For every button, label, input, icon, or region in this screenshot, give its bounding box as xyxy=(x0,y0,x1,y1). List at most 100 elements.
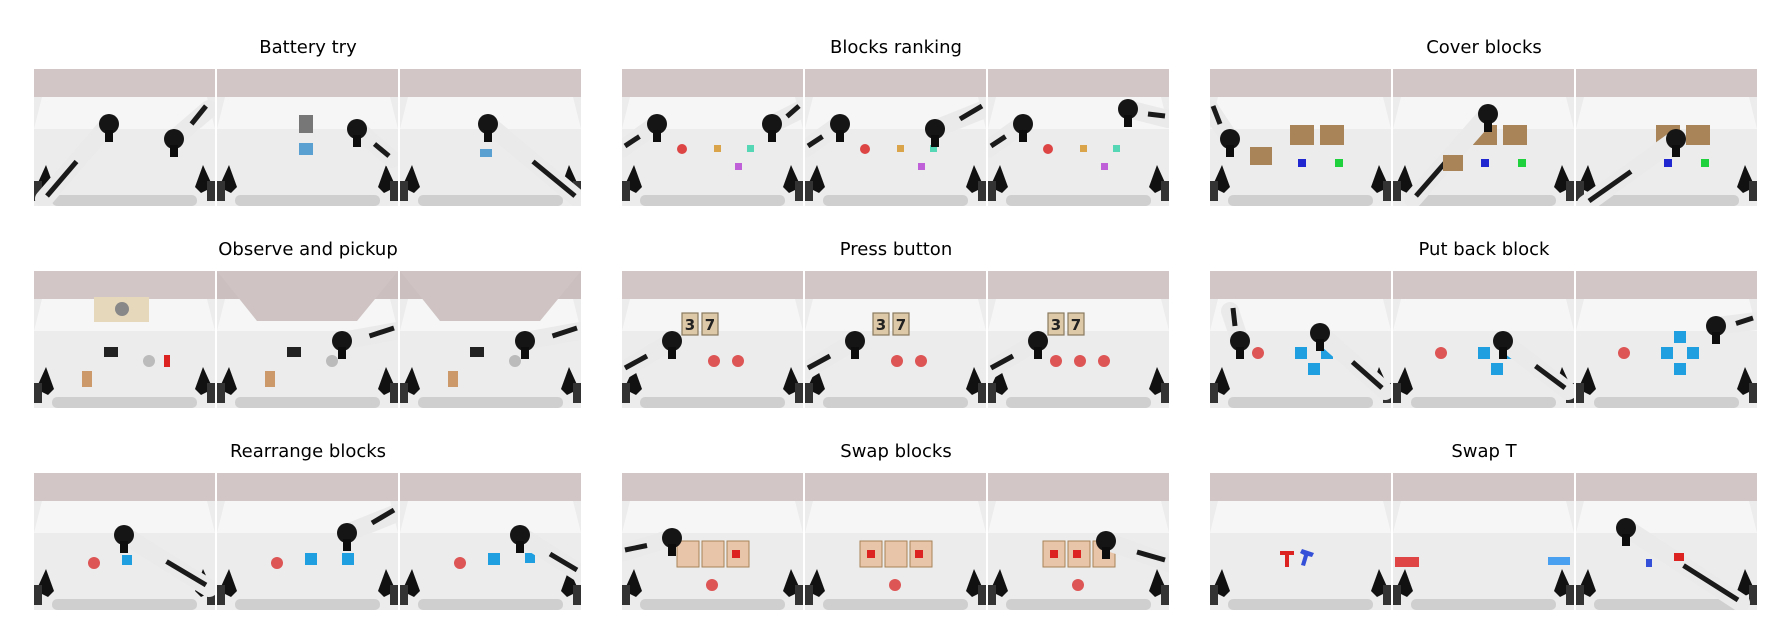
block xyxy=(747,145,754,152)
table-edge xyxy=(1594,599,1739,610)
target-dot xyxy=(1618,347,1630,359)
frame-strip xyxy=(622,69,1170,206)
frame-strip xyxy=(34,473,582,610)
battery xyxy=(480,149,492,157)
scene-render xyxy=(1393,271,1574,408)
keyframe-1 xyxy=(622,473,803,610)
gripper xyxy=(647,114,667,134)
block xyxy=(1050,550,1058,558)
press-button xyxy=(1050,355,1062,367)
gripper xyxy=(1706,316,1726,336)
cover-box xyxy=(1290,125,1314,145)
scene-render xyxy=(34,473,215,610)
target-dot xyxy=(271,557,283,569)
robot-arm xyxy=(164,100,215,157)
target-dot xyxy=(1252,347,1264,359)
scene-render xyxy=(1576,473,1757,610)
digit-panel xyxy=(1047,312,1065,336)
press-button xyxy=(1074,355,1086,367)
keyframe-3 xyxy=(1576,69,1757,206)
target-dot xyxy=(454,557,466,569)
robot-arm xyxy=(1310,323,1391,400)
table-edge xyxy=(418,195,563,206)
block xyxy=(1674,331,1686,343)
digit-label: 7 xyxy=(1071,316,1081,334)
block xyxy=(732,550,740,558)
keyframe-3 xyxy=(988,473,1169,610)
table-edge xyxy=(823,397,968,408)
card xyxy=(104,347,118,357)
block xyxy=(897,145,904,152)
robot-arm xyxy=(805,114,850,158)
keyframe-2 xyxy=(805,473,986,610)
target-dot xyxy=(1043,144,1053,154)
scene-render xyxy=(622,473,803,610)
press-button xyxy=(891,355,903,367)
robot-arm xyxy=(622,114,667,158)
press-button xyxy=(915,355,927,367)
battery-holder xyxy=(299,115,313,133)
table-edge xyxy=(1411,599,1556,610)
battery xyxy=(299,143,313,155)
scene-render xyxy=(1210,271,1391,408)
block xyxy=(122,555,132,565)
gripper xyxy=(1230,331,1250,351)
digit-label: 7 xyxy=(705,316,715,334)
digit-panel xyxy=(681,312,699,336)
gripper xyxy=(1096,531,1116,551)
frame-strip xyxy=(1210,271,1758,408)
gripper xyxy=(1478,104,1498,124)
robot-arm xyxy=(337,504,398,551)
digit-label: 7 xyxy=(896,316,906,334)
block xyxy=(867,550,875,558)
gripper xyxy=(762,114,782,134)
t-shape xyxy=(1395,557,1419,567)
gripper xyxy=(114,525,134,545)
block xyxy=(1073,550,1081,558)
block xyxy=(1674,363,1686,375)
keyframe-1 xyxy=(34,473,215,610)
target-dot xyxy=(889,579,901,591)
keyframe-1 xyxy=(622,69,803,206)
block xyxy=(918,163,925,170)
block xyxy=(1295,347,1307,359)
target-dot xyxy=(88,557,100,569)
scene-render xyxy=(400,69,581,206)
block xyxy=(714,145,721,152)
scene-render xyxy=(988,69,1169,206)
table-edge xyxy=(823,599,968,610)
scene-render xyxy=(805,473,986,610)
table-edge xyxy=(1411,195,1556,206)
robot-arm xyxy=(1210,100,1240,157)
robot-arm xyxy=(988,114,1033,158)
gripper xyxy=(1493,331,1513,351)
block xyxy=(915,550,923,558)
block xyxy=(305,553,317,565)
digit-label: 3 xyxy=(1051,316,1061,334)
gripper xyxy=(845,331,865,351)
scene-render xyxy=(400,473,581,610)
scene-render xyxy=(400,271,581,408)
gripper xyxy=(925,119,945,139)
scene-render xyxy=(805,69,986,206)
block xyxy=(1308,363,1320,375)
robot-arm xyxy=(347,119,398,168)
scene-render xyxy=(34,69,215,206)
gripper xyxy=(1666,129,1686,149)
block xyxy=(930,145,937,152)
keyframe-2 xyxy=(217,271,398,408)
bell xyxy=(509,355,521,367)
table-edge xyxy=(1594,397,1739,408)
scene-render xyxy=(1210,69,1391,206)
block xyxy=(342,553,354,565)
t-shape xyxy=(1548,557,1570,565)
keyframe-3 xyxy=(400,473,581,610)
gripper xyxy=(1118,99,1138,119)
keyframe-1 xyxy=(34,69,215,206)
bell xyxy=(115,302,129,316)
frame-strip xyxy=(34,69,582,206)
